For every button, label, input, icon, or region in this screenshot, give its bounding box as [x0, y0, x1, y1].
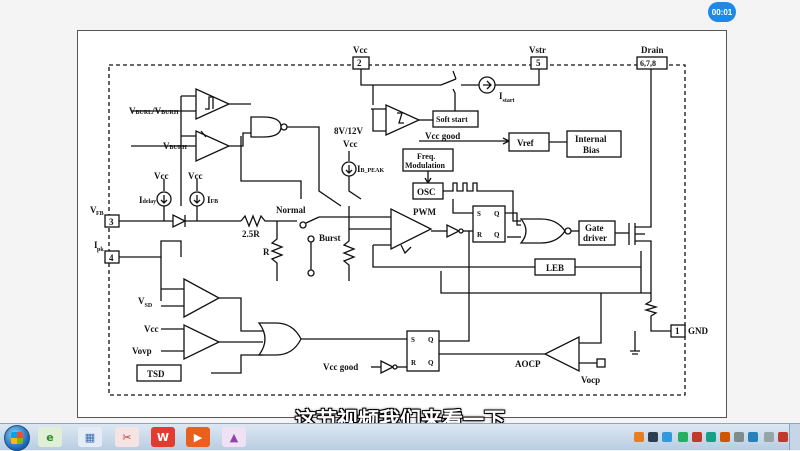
- istart-label: Istart: [499, 91, 515, 104]
- osc-label: OSC: [417, 187, 436, 197]
- paint-icon[interactable]: ✂: [115, 427, 139, 447]
- latch1-r: R: [477, 231, 483, 239]
- vcc-idelay-label: Vcc: [154, 171, 169, 181]
- vsd-label: VSD: [138, 296, 153, 309]
- freq-modulation-line2: Modulation: [405, 161, 446, 170]
- ib-peak-label: IB_PEAK: [357, 164, 385, 174]
- ic-boundary: [108, 64, 686, 396]
- internal-bias-line1: Internal: [575, 134, 607, 144]
- vref-label: Vref: [517, 138, 535, 148]
- pin-ipk-number: 4: [109, 253, 114, 263]
- tray-volume-icon[interactable]: [748, 432, 758, 442]
- tray-flag-icon[interactable]: [764, 432, 774, 442]
- resistor-2-5r-label: 2.5R: [242, 229, 260, 239]
- tray-keyboard-icon[interactable]: [734, 432, 744, 442]
- circuit-schematic: Vcc 2 Vstr 5 Drain 6,7,8 V FB 3 I pk 4 G…: [90, 45, 709, 396]
- wps-writer-icon[interactable]: W: [151, 427, 175, 447]
- gate-driver-line2: driver: [583, 233, 607, 243]
- burst-label: Burst: [319, 233, 341, 243]
- pin-vfb-number: 3: [109, 217, 114, 227]
- gate-driver-line1: Gate: [585, 223, 604, 233]
- tray-app-icon[interactable]: [634, 432, 644, 442]
- pin-gnd-number: 1: [675, 326, 680, 336]
- latch1-qbar: Q: [494, 231, 500, 239]
- vcc-good-latch-label: Vcc good: [323, 362, 358, 372]
- resistor-r-label: R: [263, 247, 270, 257]
- office-icon[interactable]: ▦: [78, 427, 102, 447]
- pwm-label: PWM: [413, 207, 436, 217]
- pin-drain-label: Drain: [641, 45, 664, 55]
- pin-vfb-sub: FB: [96, 211, 104, 217]
- tsd-label: TSD: [147, 369, 165, 379]
- vburl-label: VBURL/VBURH: [129, 106, 179, 116]
- latch2-qbar: Q: [428, 359, 434, 367]
- tray-close-icon[interactable]: [778, 432, 788, 442]
- vocp-label: Vocp: [581, 375, 600, 385]
- latch2-r: R: [411, 359, 417, 367]
- vcc-threshold-label: 8V/12V: [334, 126, 364, 136]
- wps-presentation-icon[interactable]: ▶: [186, 427, 210, 447]
- pin-vstr-number: 5: [536, 58, 541, 68]
- ie-icon[interactable]: e: [38, 427, 62, 447]
- tray-update-icon[interactable]: [706, 432, 716, 442]
- latch2-q: Q: [428, 336, 434, 344]
- vcc-ifb-label: Vcc: [188, 171, 203, 181]
- soft-start-label: Soft start: [436, 115, 468, 124]
- tray-input-icon[interactable]: [720, 432, 730, 442]
- freq-modulation-line1: Freq.: [417, 152, 435, 161]
- pin-vcc-number: 2: [357, 58, 362, 68]
- desktop-background: Vcc 2 Vstr 5 Drain 6,7,8 V FB 3 I pk 4 G…: [77, 2, 736, 432]
- presentation-slide: Vcc 2 Vstr 5 Drain 6,7,8 V FB 3 I pk 4 G…: [77, 30, 727, 418]
- vovp-label: Vovp: [132, 346, 152, 356]
- vcc-ovp-label: Vcc: [144, 324, 159, 334]
- vcc-burst-label: Vcc: [343, 139, 358, 149]
- vcc-good-label: Vcc good: [425, 131, 460, 141]
- pin-drain-number: 6,7,8: [640, 59, 656, 68]
- internal-bias-line2: Bias: [583, 145, 600, 155]
- pin-vfb-label: V: [90, 205, 97, 215]
- aocp-label: AOCP: [515, 359, 541, 369]
- start-button[interactable]: [4, 425, 30, 451]
- ifb-label: IFB: [207, 195, 218, 205]
- taskbar: e ▦ ✂ W ▶ ▲: [0, 423, 800, 451]
- tray-shield-icon[interactable]: [648, 432, 658, 442]
- recording-timer: 00:01: [708, 2, 736, 22]
- pin-ipk-sub: pk: [97, 247, 104, 253]
- show-desktop-button[interactable]: [789, 424, 800, 450]
- tray-network-icon[interactable]: [678, 432, 688, 442]
- pin-vcc-label: Vcc: [353, 45, 368, 55]
- tray-help-icon[interactable]: [662, 432, 672, 442]
- idelay-label: Idelay: [139, 195, 156, 205]
- latch1-s: S: [477, 210, 481, 218]
- leb-label: LEB: [546, 263, 564, 273]
- pin-vstr-label: Vstr: [529, 45, 546, 55]
- vburh-label: VBURH: [163, 141, 187, 151]
- windows-logo-icon: [11, 432, 23, 444]
- pin-gnd-label: GND: [688, 326, 709, 336]
- normal-label: Normal: [276, 205, 306, 215]
- tray-security-icon[interactable]: [692, 432, 702, 442]
- system-tray: [628, 424, 800, 450]
- media-icon[interactable]: ▲: [222, 427, 246, 447]
- pin-ipk-label: I: [94, 240, 98, 250]
- latch2-s: S: [411, 336, 415, 344]
- latch1-q: Q: [494, 210, 500, 218]
